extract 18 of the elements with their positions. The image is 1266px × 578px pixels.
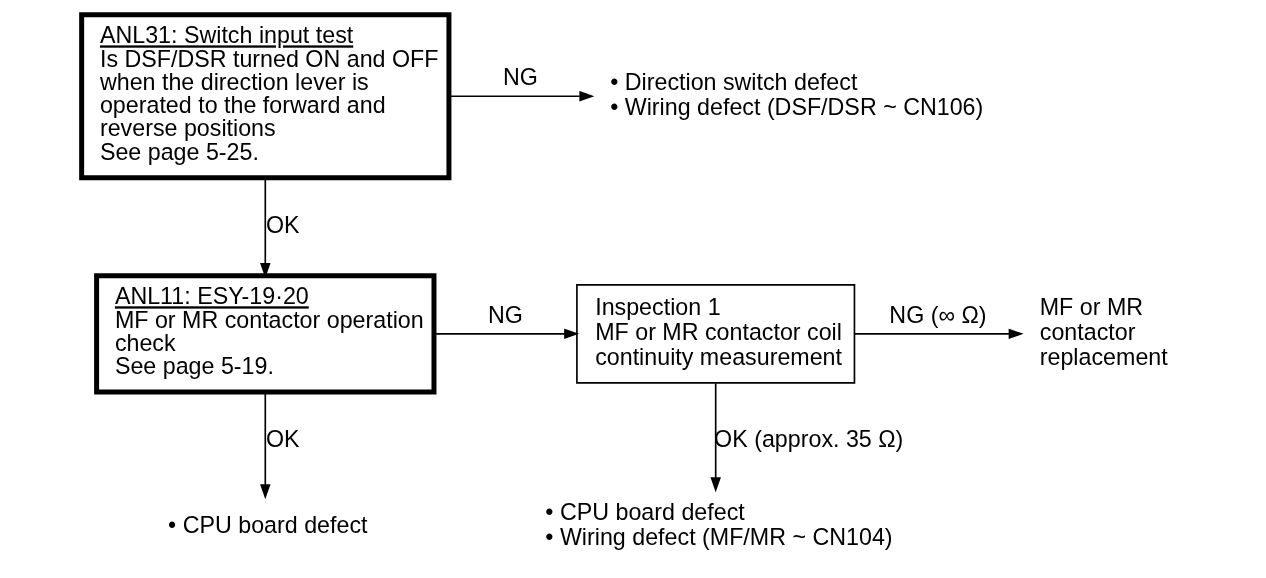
node-box: ANL31: Switch input test Is DSF/DSR turned ON and OFF when the direction lever is operated to the forward and reverse positions See page 5-25. [79, 12, 452, 181]
node-box: ANL11: ESY-19·20 MF or MR contactor operation check See page 5-19. [94, 273, 437, 395]
edge-label: NG [502, 63, 538, 90]
arrow [448, 90, 595, 102]
arrow [260, 391, 271, 500]
edge-label: OK [265, 426, 300, 453]
arrow [433, 328, 580, 340]
edge-label: NG [488, 301, 523, 328]
node-text: • CPU board defect [168, 511, 368, 538]
edge-label: OK [265, 211, 300, 238]
node-text: • CPU board defect • Wiring defect (MF/MR ~ CN104) [545, 499, 893, 551]
arrow [710, 382, 721, 493]
edge-label: OK (approx. 35 Ω) [714, 426, 904, 453]
node-text: • Direction switch defect • Wiring defect (DSF/DSR ~ CN106) [610, 68, 984, 120]
node-text: MF or MR contactor replacement [1039, 294, 1168, 370]
arrow [854, 328, 1024, 340]
node-box: Inspection 1 MF or MR contactor coil continuity measurement [576, 284, 856, 384]
edge-label: NG (∞ Ω) [889, 301, 987, 328]
